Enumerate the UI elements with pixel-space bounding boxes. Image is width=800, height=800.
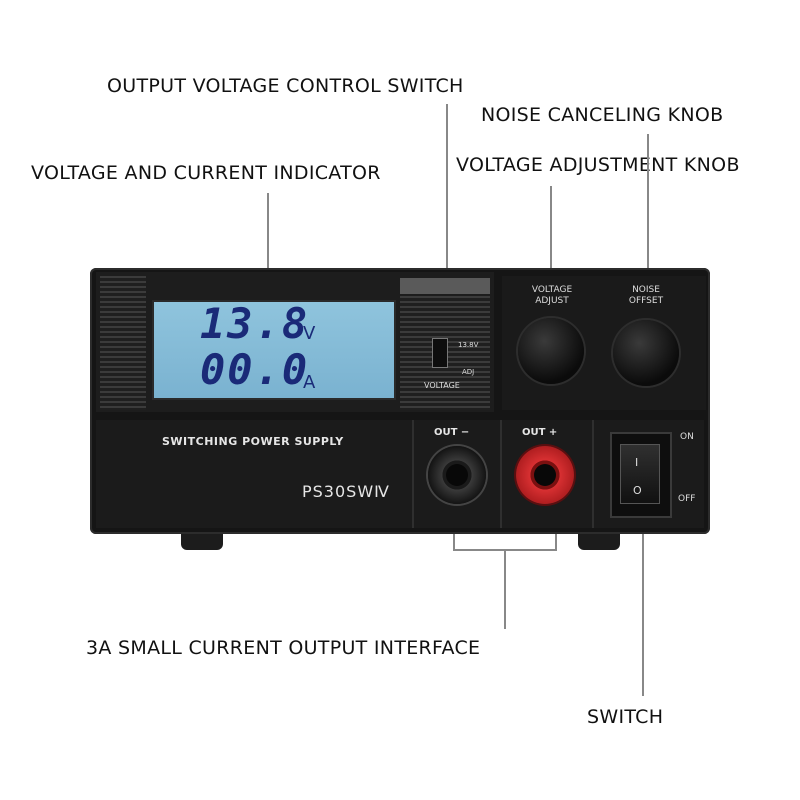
vent-right-cap (400, 278, 490, 294)
callout-switch: SWITCH (587, 706, 664, 728)
switch-label-voltage: VOLTAGE (424, 381, 460, 390)
callout-small-current-output: 3A SMALL CURRENT OUTPUT INTERFACE (86, 637, 481, 659)
on-label: ON (680, 432, 694, 442)
leader-line-noise-knob (647, 134, 649, 302)
leader-line-small-current (504, 549, 506, 629)
switch-label-adj: ADJ (462, 368, 475, 376)
callout-voltage-adjustment-knob: VOLTAGE ADJUSTMENT KNOB (456, 154, 740, 176)
voltage-reading: 13.8 (200, 299, 310, 348)
noise-offset-label-2: OFFSET (628, 296, 664, 306)
out-negative-socket (446, 464, 468, 486)
noise-offset-label-1: NOISE (632, 285, 660, 295)
divider-2 (500, 420, 502, 528)
output-voltage-control-switch[interactable] (432, 338, 448, 368)
foot-right (578, 534, 620, 550)
voltage-adjust-label-1: VOLTAGE (531, 285, 573, 295)
off-label: OFF (678, 494, 696, 504)
callout-voltage-current-indicator: VOLTAGE AND CURRENT INDICATOR (31, 162, 381, 184)
model-text: PS30SWⅣ (302, 482, 390, 501)
current-unit: A (303, 372, 316, 393)
power-rocker-switch[interactable] (620, 444, 660, 504)
out-negative-label: OUT − (434, 427, 470, 438)
voltage-adjustment-knob[interactable] (518, 318, 584, 384)
voltage-current-display (152, 300, 396, 400)
leader-line-output-switch (446, 104, 448, 346)
noise-canceling-knob[interactable] (613, 320, 679, 386)
switch-label-13-8v: 13.8V (458, 341, 479, 349)
leader-line-switch (642, 508, 644, 696)
divider-1 (412, 420, 414, 528)
lower-panel (96, 420, 704, 528)
leader-line-voltage-knob (550, 186, 552, 326)
foot-left (181, 534, 223, 550)
voltage-adjust-label-2: ADJUST (535, 296, 569, 306)
off-mark: O (633, 484, 642, 497)
voltage-unit: V (303, 323, 316, 344)
out-positive-socket (534, 464, 556, 486)
brand-text: SWITCHING POWER SUPPLY (162, 435, 344, 448)
callout-noise-canceling-knob: NOISE CANCELING KNOB (481, 104, 724, 126)
on-mark: I (635, 456, 639, 469)
vent-left (100, 276, 146, 410)
out-positive-label: OUT + (522, 427, 558, 438)
callout-output-voltage-control-switch: OUTPUT VOLTAGE CONTROL SWITCH (107, 75, 464, 97)
divider-3 (592, 420, 594, 528)
current-reading: 00.0 (200, 345, 310, 394)
